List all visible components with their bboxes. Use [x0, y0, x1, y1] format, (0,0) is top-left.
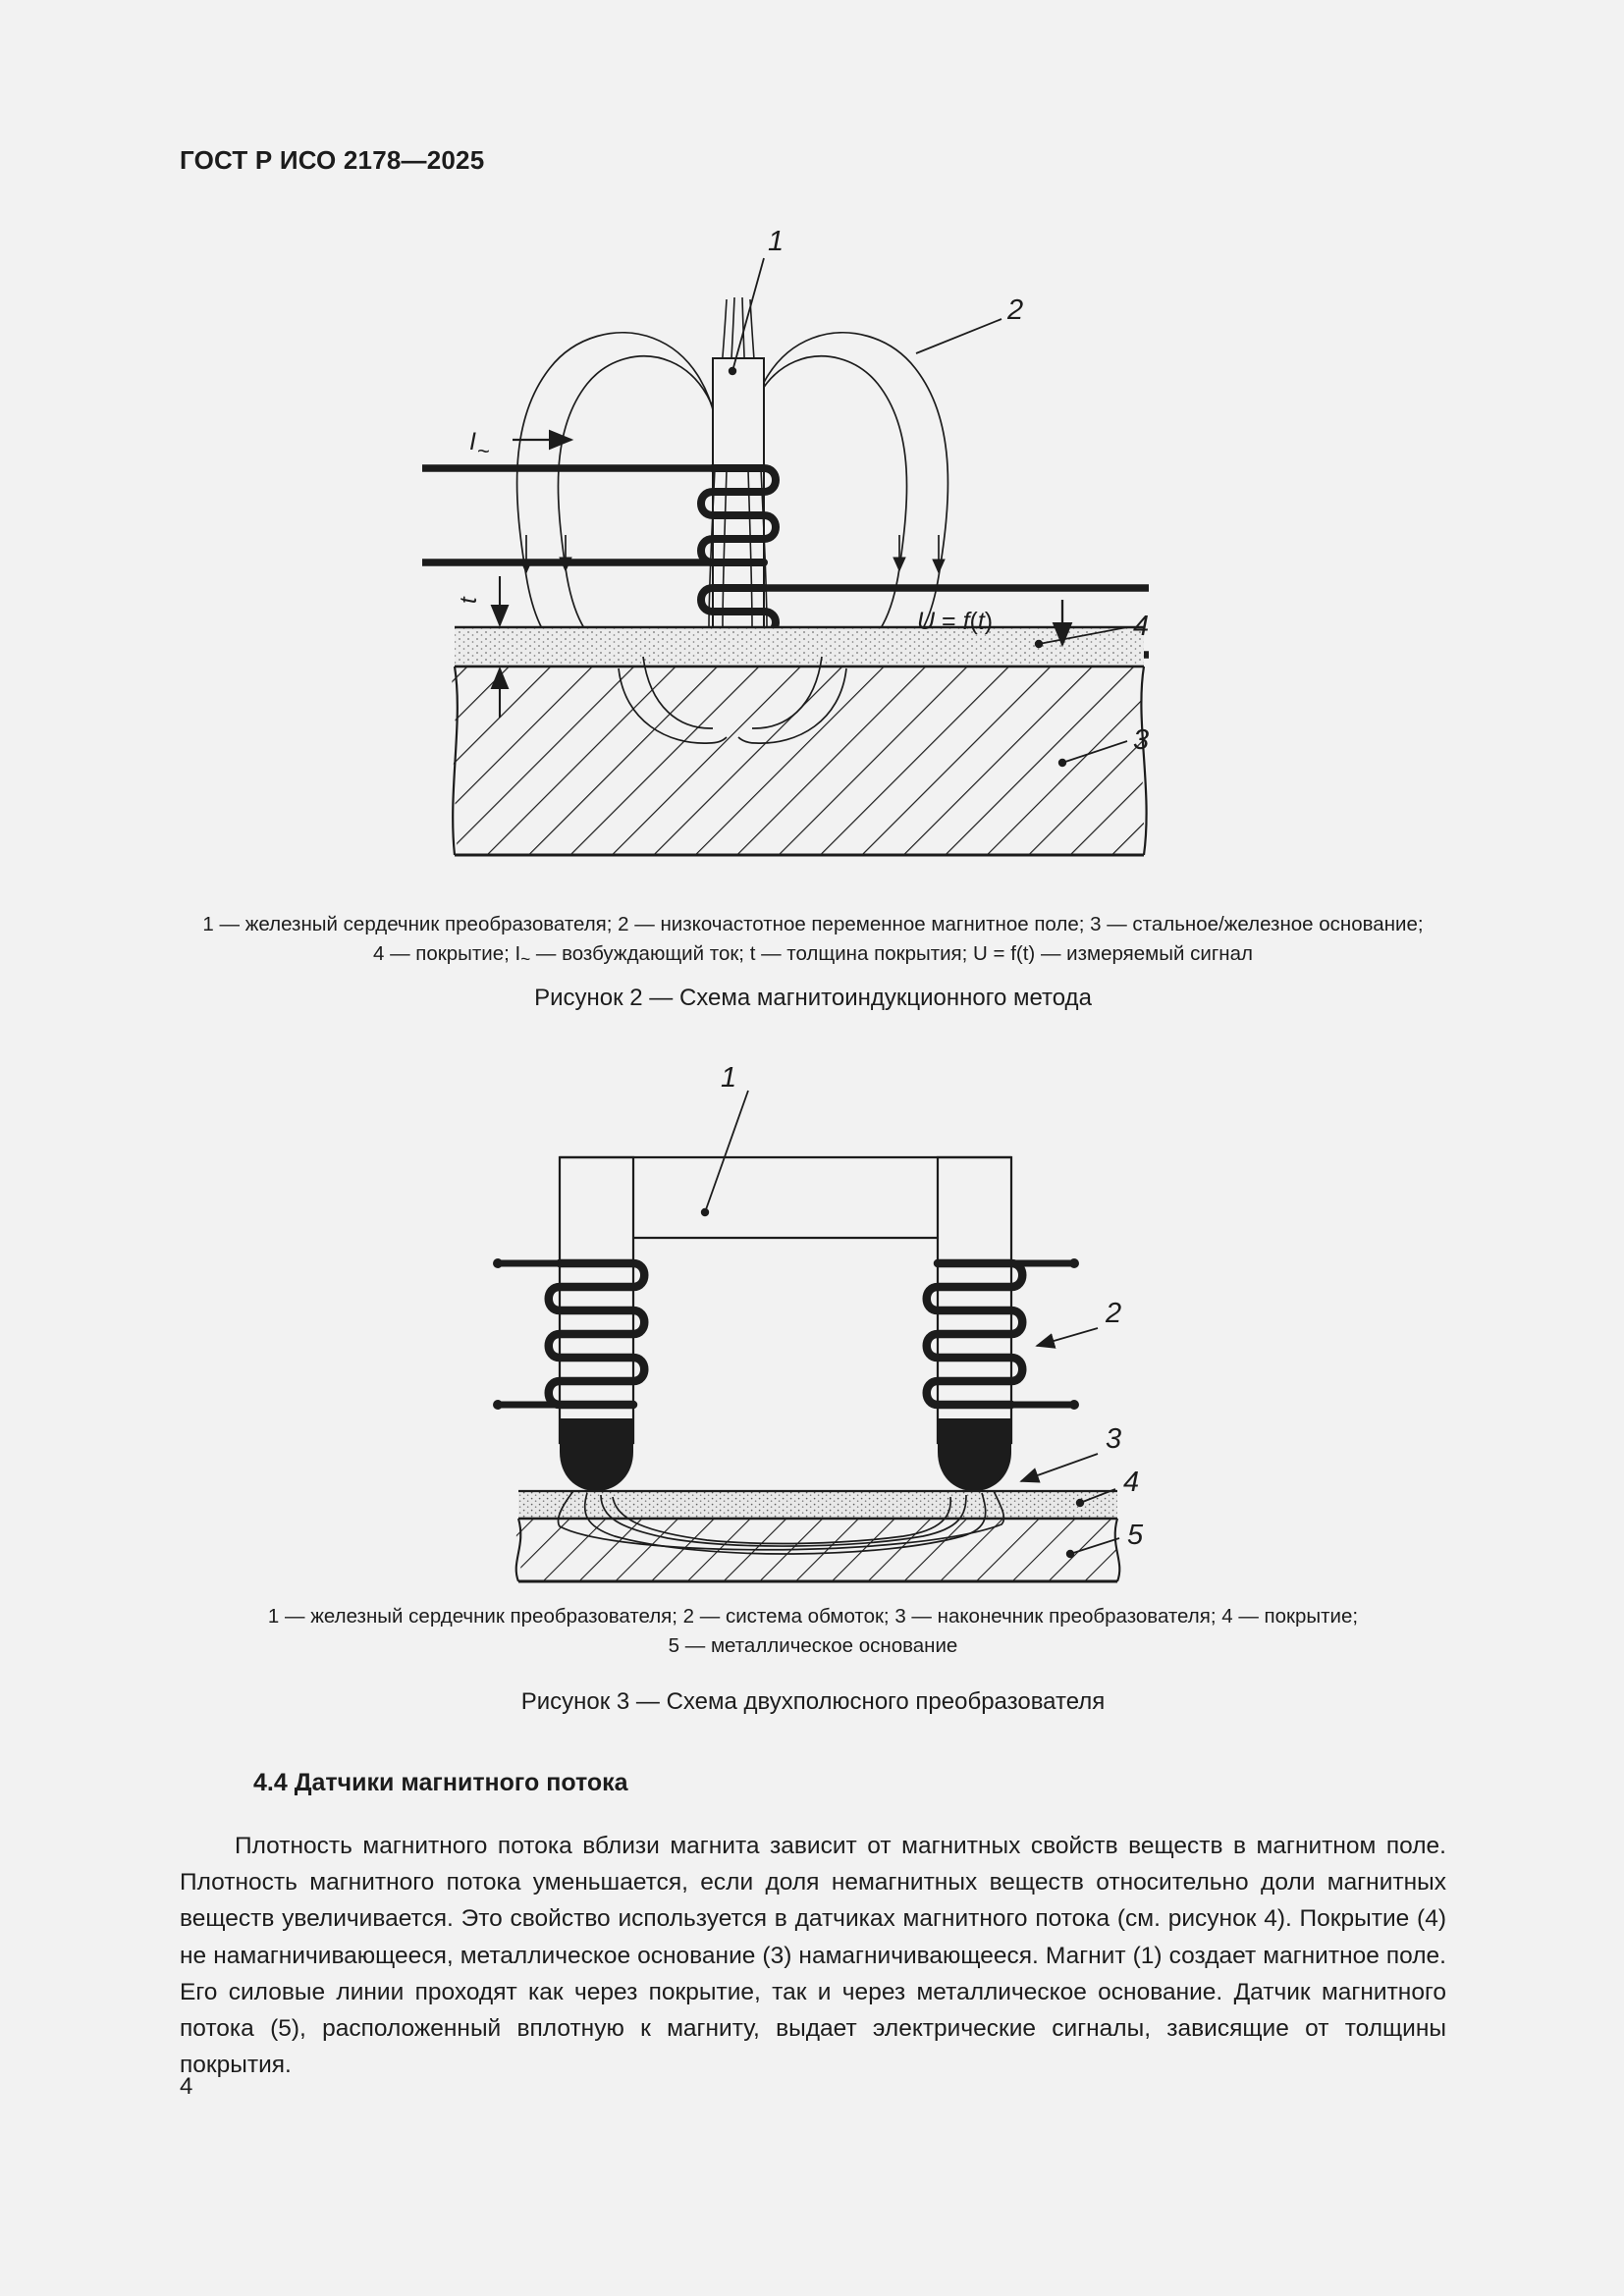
section-paragraph: Плотность магнитного потока вблизи магни…	[180, 1828, 1446, 2084]
document-header: ГОСТ Р ИСО 2178—2025	[180, 145, 485, 175]
figure-2-legend: 1 — железный сердечник преобразователя; …	[180, 910, 1446, 973]
figure-3-label-1: 1	[721, 1062, 736, 1094]
figure-2-current-sub: ~	[477, 439, 490, 463]
figure-2-legend-line-2c: — возбуждающий ток; t — толщина покрытия…	[530, 942, 1253, 966]
figure-2-thickness-label: t	[456, 596, 482, 604]
figure-3-legend-line-1: 1 — железный сердечник преобразователя; …	[267, 1605, 1359, 1628]
figure-2-caption: Рисунок 2 — Схема магнитоиндукционного м…	[534, 985, 1092, 1011]
page-number: 4	[180, 2073, 193, 2100]
figure-3-legend: 1 — железный сердечник преобразователя; …	[180, 1602, 1446, 1662]
figure-2-label-3: 3	[1133, 724, 1149, 756]
figure-2-diagram: 1 2 4 3 I ~	[422, 211, 1208, 859]
figure-2-legend-sub: ~	[520, 950, 531, 970]
figure-3-label-4: 4	[1123, 1467, 1139, 1498]
figure-3-label-5: 5	[1127, 1520, 1144, 1551]
figure-3-legend-line-2: 5 — металлическое основание	[668, 1634, 958, 1658]
figure-3-label-3: 3	[1106, 1423, 1121, 1455]
figure-3-caption: Рисунок 3 — Схема двухполюсного преобраз…	[520, 1688, 1106, 1715]
figure-2-current-label: I	[469, 428, 476, 455]
figure-2-label-4: 4	[1133, 611, 1149, 642]
section-heading-4-4: 4.4 Датчики магнитного потока	[253, 1769, 628, 1796]
figure-3-label-2: 2	[1105, 1298, 1121, 1329]
figure-2-label-1: 1	[768, 226, 784, 257]
figure-3-diagram: 1 2 3 4 5	[491, 1055, 1178, 1585]
figure-2-signal-label: U = f(t)	[917, 608, 993, 635]
paragraph-text: Плотность магнитного потока вблизи магни…	[180, 1833, 1446, 2079]
figure-2-legend-line-1: 1 — железный сердечник преобразователя; …	[202, 913, 1424, 935]
figure-2-label-2: 2	[1006, 294, 1023, 326]
figure-2-legend-line-2a: 4 — покрытие; I	[372, 942, 521, 966]
